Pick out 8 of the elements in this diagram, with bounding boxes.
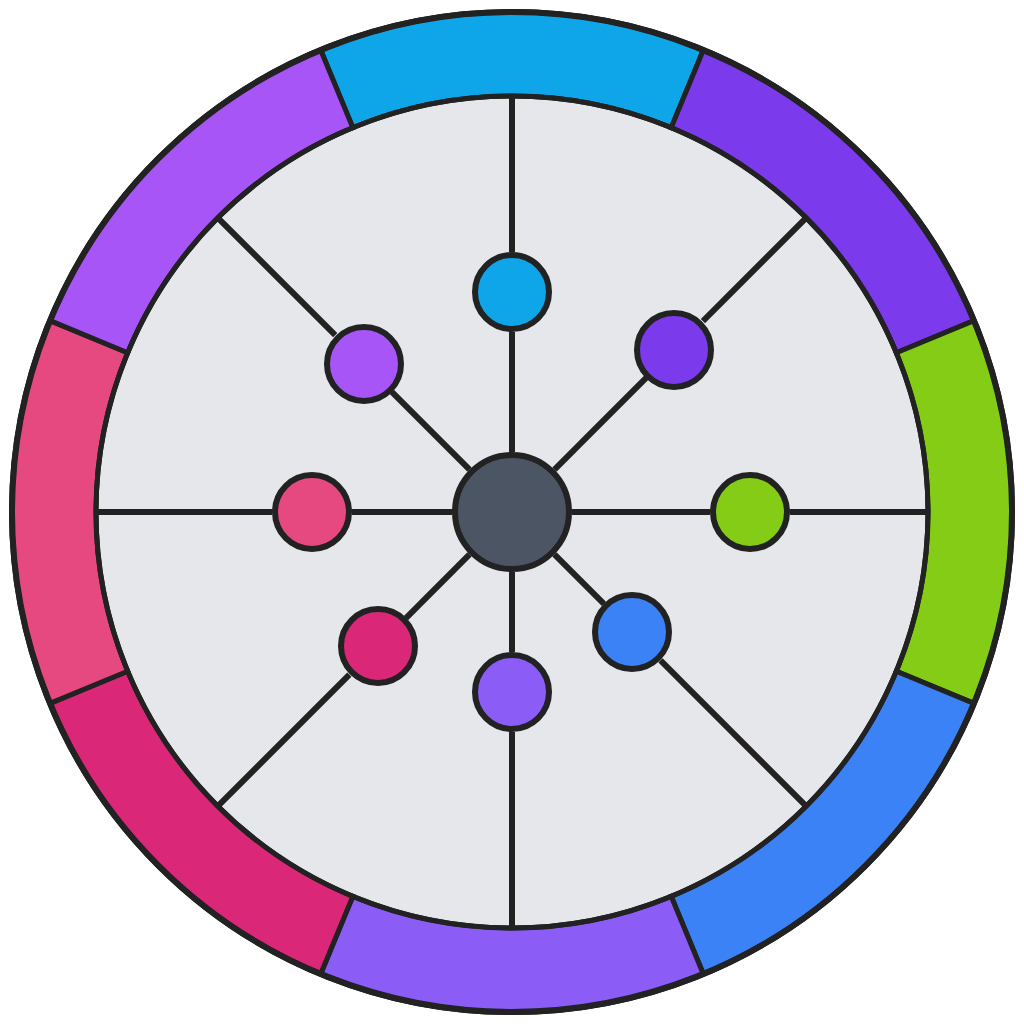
connector-line — [552, 552, 607, 607]
connector-line — [572, 509, 710, 515]
connector-line — [509, 332, 515, 452]
connector-line — [352, 509, 452, 515]
connector-line — [403, 552, 472, 621]
connector-line — [509, 572, 515, 652]
connector-line — [389, 389, 472, 472]
connector-line — [552, 375, 649, 472]
